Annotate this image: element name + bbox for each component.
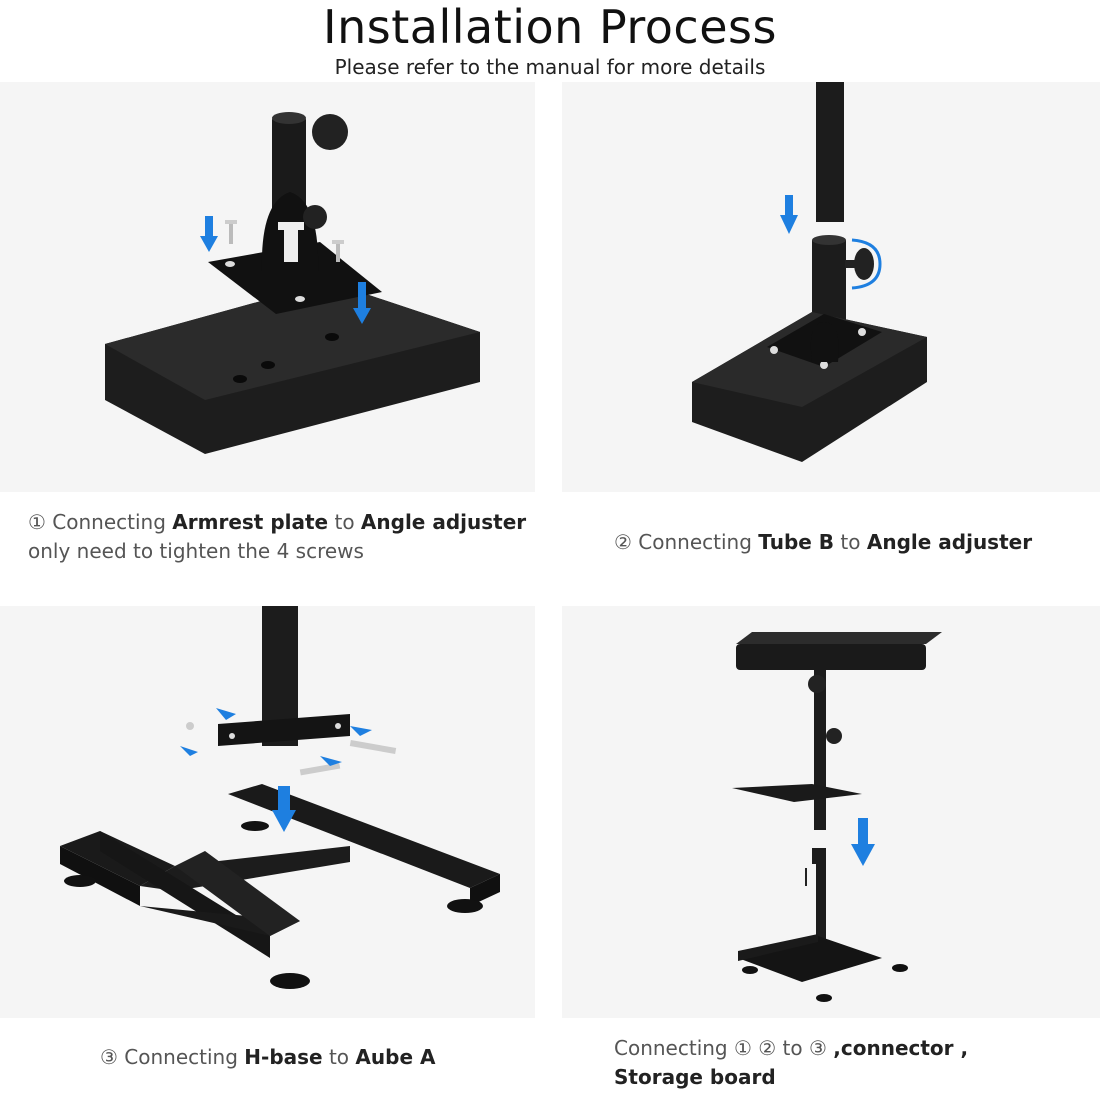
step-3-illustration — [0, 606, 535, 1018]
caption-text: to — [328, 1045, 350, 1069]
step-1-illustration — [0, 82, 535, 492]
page-subtitle: Please refer to the manual for more deta… — [334, 55, 766, 79]
step-2-illustration — [562, 82, 1100, 492]
part-name: H-base — [244, 1045, 323, 1069]
caption-text: Connecting — [124, 1045, 238, 1069]
caption-text: Connecting — [638, 530, 752, 554]
down-arrow-icon — [780, 195, 798, 234]
step-number-badge: ③ — [100, 1045, 118, 1069]
caption-text: to — [840, 530, 861, 554]
step-number-badge: ① — [28, 510, 46, 534]
part-name: Angle adjuster — [360, 510, 527, 534]
step-1-caption: ① Connecting Armrest plate to Angle adju… — [28, 508, 526, 566]
step-3-caption: ③ Connecting H-base to Aube A — [100, 1043, 435, 1072]
step-number-badge: ② — [614, 530, 632, 554]
step-4-caption: Connecting ① ② to ③ ,connector , Storage… — [614, 1034, 968, 1092]
step-2-caption: ② Connecting Tube B to Angle adjuster — [614, 528, 1032, 557]
caption-text: Connecting — [52, 510, 166, 534]
part-name: Armrest plate — [172, 510, 329, 534]
down-arrow-icon — [353, 282, 371, 324]
down-arrow-icon — [851, 818, 875, 866]
caption-text: Connecting ① ② to ③ — [614, 1036, 827, 1060]
caption-text: to — [334, 510, 355, 534]
down-arrow-icon — [272, 786, 296, 832]
part-name: Tube B — [758, 530, 835, 554]
part-name: Aube A — [355, 1045, 436, 1069]
direction-arrow-icon — [180, 708, 372, 766]
part-name: Storage board — [614, 1065, 776, 1089]
part-name: ,connector , — [833, 1036, 969, 1060]
caption-note: only need to tighten the 4 screws — [28, 539, 364, 563]
part-name: Angle adjuster — [866, 530, 1033, 554]
page-title: Installation Process — [323, 0, 777, 54]
step-4-illustration — [562, 606, 1100, 1018]
down-arrow-icon — [200, 216, 218, 252]
